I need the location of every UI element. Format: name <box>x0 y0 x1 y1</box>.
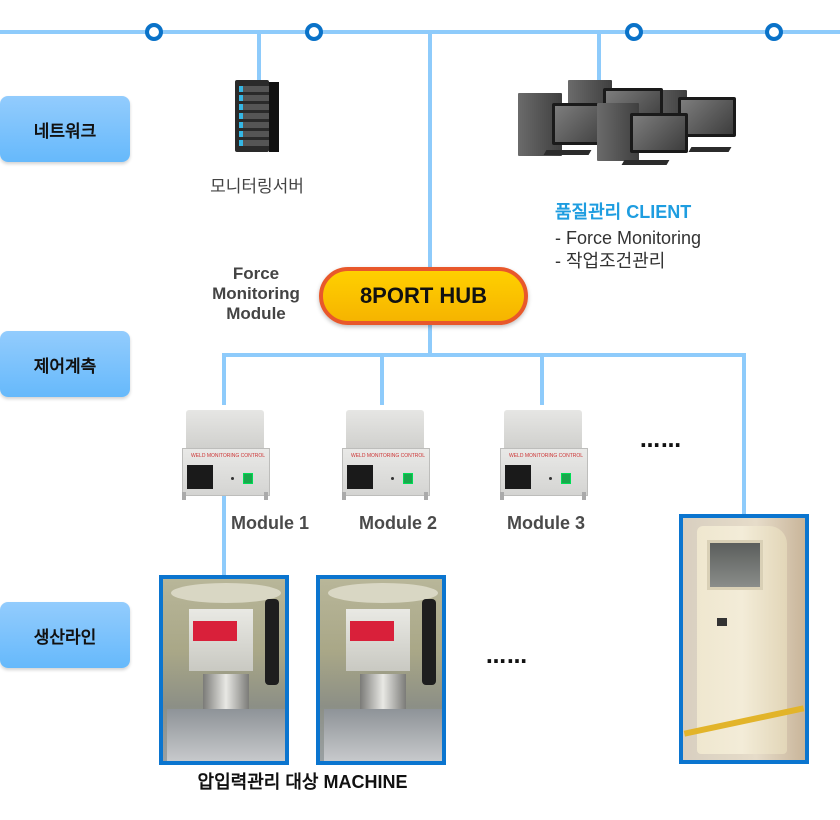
module-bus-line <box>222 353 746 357</box>
more-machines-indicator: …… <box>486 644 528 668</box>
layer-label-text: 생산라인 <box>33 627 97 648</box>
weld-monitoring-controller-icon: WELD MONITORING CONTROL <box>180 404 270 500</box>
press-machine-photo <box>159 575 289 765</box>
fmm-line: Module <box>226 304 286 323</box>
hub-label: 8PORT HUB <box>359 283 488 308</box>
kiosk-machine-photo <box>679 514 809 764</box>
desktop-computers-icon <box>515 75 750 170</box>
module1-drop-line <box>222 355 226 405</box>
layer-label-production: 생산라인 <box>0 602 130 668</box>
server-label: 모니터링서버 <box>210 177 304 197</box>
module2-drop-line <box>380 355 384 405</box>
fmm-line: Force <box>232 264 280 283</box>
client-title: 품질관리 CLIENT <box>555 202 692 222</box>
machine-caption: 압입력관리 대상 MACHINE <box>197 772 408 792</box>
kiosk-drop-line <box>742 355 746 517</box>
server-drop-line <box>257 34 261 82</box>
more-modules-indicator: …… <box>640 428 682 452</box>
weld-monitoring-controller-icon: WELD MONITORING CONTROL <box>498 404 588 500</box>
press-machine-photo <box>316 575 446 765</box>
module1-machine-line <box>222 495 226 577</box>
client-feature-item: - Force Monitoring <box>555 228 702 248</box>
layer-label-network: 네트워크 <box>0 96 130 162</box>
weld-monitoring-controller-icon: WELD MONITORING CONTROL <box>340 404 430 500</box>
hub-uplink-line <box>428 32 432 268</box>
network-backbone-line <box>0 30 840 34</box>
force-monitoring-module-label: Force Monitoring Module <box>196 264 316 324</box>
network-node-1 <box>145 23 163 41</box>
module-label: Module 3 <box>507 513 586 533</box>
server-rack-icon <box>235 80 279 154</box>
client-drop-line <box>597 34 601 80</box>
module-label: Module 1 <box>231 513 310 533</box>
module3-drop-line <box>540 355 544 405</box>
layer-label-text: 네트워크 <box>33 121 97 142</box>
fmm-line: Monitoring <box>212 284 300 303</box>
network-node-4 <box>765 23 783 41</box>
hub-badge: 8PORT HUB <box>319 267 528 325</box>
layer-label-text: 제어계측 <box>33 356 97 377</box>
client-feature-item: - 작업조건관리 <box>555 251 666 271</box>
hub-downlink-line <box>428 325 432 355</box>
module-label: Module 2 <box>359 513 438 533</box>
layer-label-control: 제어계측 <box>0 331 130 397</box>
network-node-2 <box>305 23 323 41</box>
network-node-3 <box>625 23 643 41</box>
